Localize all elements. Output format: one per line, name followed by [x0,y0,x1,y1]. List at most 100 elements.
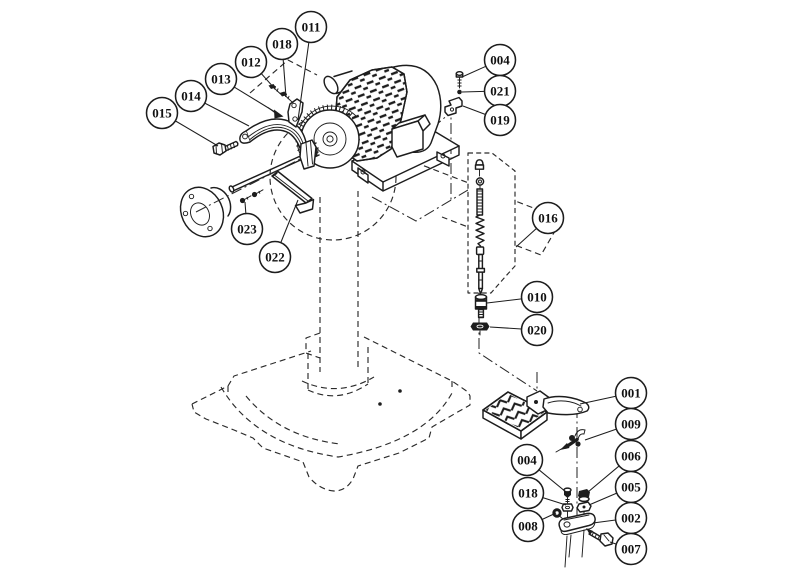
threaded-rod [476,188,484,216]
callout-010: 010 [486,280,554,314]
callout-002: 002 [592,501,648,535]
callout-014: 014 [174,79,250,127]
balloon-label-022: 022 [265,250,285,265]
clip-bracket-019 [444,96,463,117]
rod-sleeve [475,246,485,256]
motor-assembly [295,64,460,192]
band-anchor-block [299,139,317,170]
leader-line-005 [588,492,617,506]
callout-013: 013 [204,62,276,113]
leader-line-011 [297,42,310,121]
leader-line-014 [204,102,250,127]
leader-line-001 [579,395,616,405]
clip-009 [555,429,586,453]
callout-019: 019 [462,103,517,137]
bracket-002 [558,512,596,568]
callout-018-upper: 018 [265,27,299,98]
band-link [287,98,304,128]
leader-line-010 [486,298,522,304]
column-outline [305,191,359,372]
leader-line-020 [489,326,522,330]
balloon-016 [531,201,565,235]
detail-boundary-016 [467,152,516,294]
balloon-label-019: 019 [490,113,510,128]
leader-line-013 [233,86,276,113]
band-ear [239,130,251,144]
balloon-018-lower [511,476,545,510]
balloon-label-010: 010 [527,290,547,305]
motor-junction-box [391,114,431,158]
pulley-rim-arc [296,105,356,162]
balloon-007 [614,532,648,566]
leader-line-002 [592,519,616,524]
balloon-010 [520,280,554,314]
balloon-label-004-lower: 004 [517,453,537,468]
callout-006: 006 [587,439,648,493]
callout-004-lower: 004 [510,443,567,493]
nut-006 [578,489,590,503]
callout-007: 007 [609,532,648,566]
callout-020: 020 [489,313,554,347]
head-top-outline [249,59,318,94]
leader-line-016 [515,228,537,248]
balloon-011 [294,10,328,44]
balloon-009 [614,407,648,441]
balloon-label-001: 001 [621,386,641,401]
balloon-label-004-upper: 004 [490,53,510,68]
sleeve-010 [474,293,488,319]
callout-011: 011 [294,10,328,121]
callout-012: 012 [234,45,276,90]
spring-coil [475,214,485,247]
balloon-label-012: 012 [241,55,261,70]
callout-004-upper: 004 [461,43,517,78]
balloon-label-018-lower: 018 [518,486,538,501]
callout-023: 023 [230,201,264,246]
balloon-022 [258,240,292,274]
linkage-centerline [371,183,479,222]
head-housing-outline [269,113,397,241]
brake-band-assembly [239,84,317,170]
leader-line-009 [584,428,617,441]
balloon-004-lower [510,443,544,477]
acorn-nut [474,159,485,177]
balloon-label-013: 013 [211,72,231,87]
balloon-019 [483,103,517,137]
leader-line-006 [587,465,620,493]
lever-screw-023a [239,195,252,204]
base-outline [191,336,471,492]
balloon-label-023: 023 [237,222,257,237]
leader-line-015 [175,120,219,147]
balloon-014 [174,79,208,113]
spring-rod-assembly [467,152,516,295]
balloon-008 [511,509,545,543]
callout-001: 001 [579,376,648,410]
callout-022: 022 [258,199,299,274]
balloon-label-015: 015 [152,106,172,121]
callout-layer: 0110180120130140150040210190160100200010… [145,10,648,566]
base-hole-dot [378,402,382,406]
bolt-007 [586,528,614,547]
balloon-018-upper [265,27,299,61]
leader-line-008 [541,512,557,520]
upper-screw-004 [455,70,464,89]
balloon-label-021: 021 [490,84,510,99]
balloon-label-014: 014 [181,89,201,104]
balloon-013 [204,62,238,96]
pedal-lever-arm [542,395,590,416]
band-screw-018 [279,91,294,104]
shaft-axis-centerline [195,149,319,213]
callout-018-lower: 018 [511,476,567,510]
lever-screw-023b [251,189,264,198]
leader-line-019 [462,105,486,116]
washer-021 [457,89,462,95]
rod-eyelet [475,177,485,190]
balloon-label-007: 007 [621,542,641,557]
balloon-label-009: 009 [621,417,641,432]
balloon-label-018-upper: 018 [272,37,292,52]
leader-line-004-lower [538,469,567,493]
nut-020 [470,322,490,336]
pivot-bolt [212,140,239,156]
leader-line-018-lower [542,497,567,506]
base-hole-dot [398,389,402,393]
